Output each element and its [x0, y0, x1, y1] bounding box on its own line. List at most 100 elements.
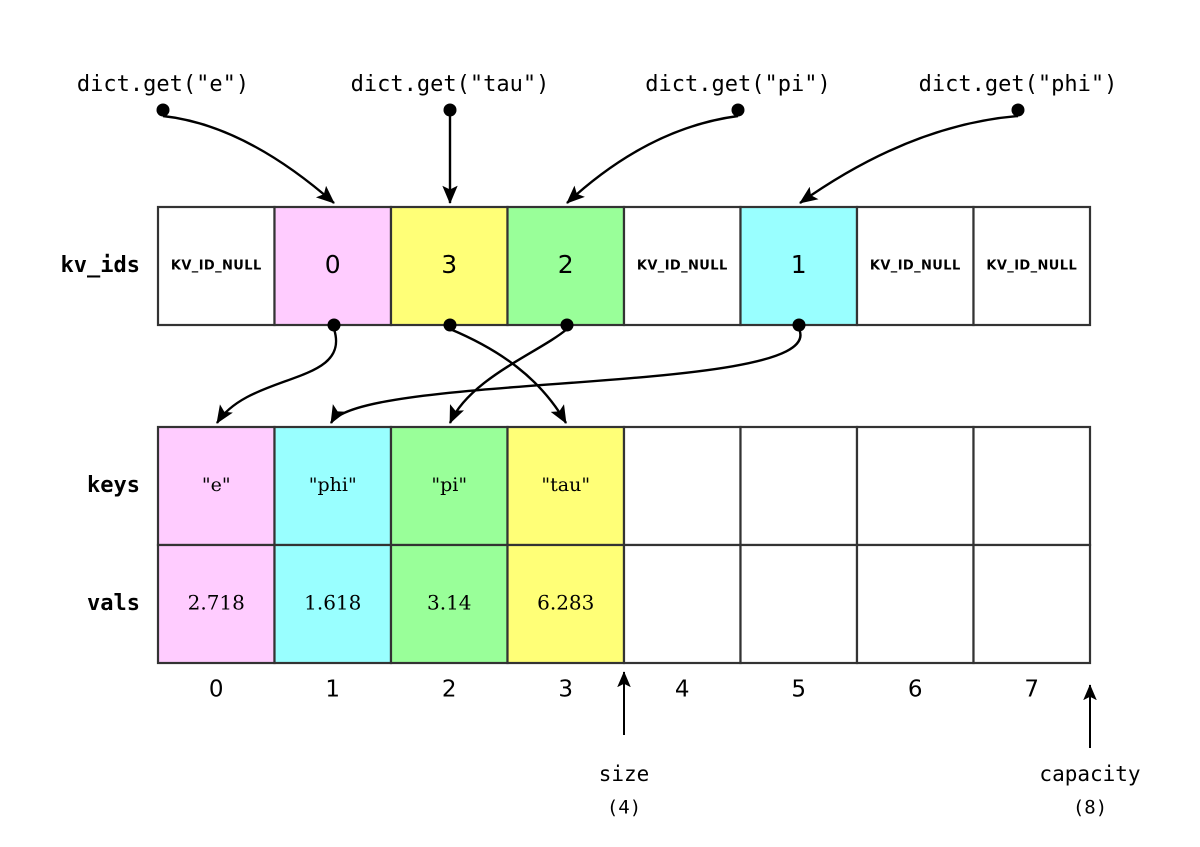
vals-cell-bg-2 — [389, 543, 509, 665]
index-label-0: 0 — [209, 677, 224, 703]
kv-ids-cell-text-4: KV_ID_NULL — [637, 259, 728, 274]
callout-e: dict.get("e") — [77, 72, 335, 204]
vals-cell-7 — [972, 543, 1092, 665]
vals-cell-4 — [622, 543, 742, 665]
kv-ids-cell-6: KV_ID_NULL — [855, 205, 975, 327]
kv-ids-cell-text-6: KV_ID_NULL — [870, 259, 961, 274]
size-capacity-markers: size (4) capacity(8) — [599, 671, 1141, 819]
index-label-6: 6 — [908, 677, 923, 703]
marker-capacity: capacity(8) — [1039, 684, 1141, 819]
keys-cell-4 — [622, 425, 742, 547]
keys-cell-text-1: "phi" — [309, 474, 357, 496]
link-slot1-to-key0 — [215, 318, 341, 424]
marker-label-size: size — [599, 762, 650, 786]
kv-ids-cell-bg-1 — [273, 205, 393, 327]
marker-size: size (4) — [599, 671, 650, 819]
vals-cell-bg-1 — [273, 543, 393, 665]
callout-phi: dict.get("phi") — [799, 72, 1117, 204]
callout-arrow-e — [162, 114, 335, 204]
slot-to-entry-links — [215, 318, 806, 424]
keys-cell-bg-6 — [855, 425, 975, 547]
kv-ids-cell-text-2: 3 — [441, 250, 457, 279]
kv-ids-row: kv_ids KV_ID_NULL 0 3 2 KV_ID_NULL 1 KV_ID_NULL… — [61, 205, 1092, 327]
index-label-2: 2 — [442, 677, 457, 703]
index-label-5: 5 — [791, 677, 806, 703]
callout-arrow-pi — [566, 114, 739, 204]
keys-cell-6 — [855, 425, 975, 547]
keys-cell-2: "pi" — [389, 425, 509, 547]
link-dot-slot2-to-key3 — [443, 318, 457, 332]
keys-row: keys "e" "phi" "pi" "tau" — [87, 425, 1092, 547]
keys-cell-1: "phi" — [273, 425, 393, 547]
vals-cell-text-2: 3.14 — [427, 591, 472, 615]
marker-label-capacity: capacity — [1039, 762, 1140, 786]
link-slot2-to-key3 — [443, 318, 568, 424]
vals-row-label: vals — [87, 591, 140, 616]
kv-ids-cell-text-1: 0 — [325, 250, 341, 279]
kv-ids-cell-text-0: KV_ID_NULL — [171, 259, 262, 274]
index-label-7: 7 — [1024, 677, 1039, 703]
marker-sub-size: (4) — [607, 797, 641, 819]
keys-cell-text-2: "pi" — [431, 474, 467, 496]
kv-ids-cell-text-7: KV_ID_NULL — [986, 259, 1077, 274]
vals-cell-5 — [739, 543, 859, 665]
vals-cell-0: 2.718 — [156, 543, 276, 665]
vals-cell-bg-4 — [622, 543, 742, 665]
callout-pi: dict.get("pi") — [566, 72, 831, 204]
keys-cell-bg-2 — [389, 425, 509, 547]
vals-cell-bg-3 — [506, 543, 626, 665]
keys-cell-text-3: "tau" — [541, 474, 590, 496]
callout-label-pi: dict.get("pi") — [645, 72, 830, 97]
kv-ids-cell-2: 3 — [389, 205, 509, 327]
link-dot-slot3-to-key2 — [560, 318, 574, 332]
keys-cell-bg-3 — [506, 425, 626, 547]
keys-cell-7 — [972, 425, 1092, 547]
kv-ids-cell-3: 2 — [506, 205, 626, 327]
vals-cell-text-0: 2.718 — [188, 591, 245, 615]
kv-ids-cell-5: 1 — [739, 205, 859, 327]
callout-dot-tau — [443, 103, 457, 117]
vals-cell-text-1: 1.618 — [304, 591, 361, 615]
keys-row-label: keys — [87, 473, 140, 498]
index-label-1: 1 — [325, 677, 340, 703]
kv-ids-cell-4: KV_ID_NULL — [622, 205, 742, 327]
link-slot3-to-key2 — [448, 318, 574, 424]
keys-cell-0: "e" — [156, 425, 276, 547]
vals-cell-3: 6.283 — [506, 543, 626, 665]
link-arrow-slot1-to-key0 — [215, 328, 338, 424]
vals-cell-bg-6 — [855, 543, 975, 665]
kv-ids-cell-bg-5 — [739, 205, 859, 327]
callout-dot-phi — [1011, 103, 1025, 117]
vals-cell-1: 1.618 — [273, 543, 393, 665]
kv-ids-cell-1: 0 — [273, 205, 393, 327]
vals-row: vals 2.718 1.618 3.14 6.283 — [87, 543, 1092, 665]
index-label-4: 4 — [675, 677, 690, 703]
vals-cell-6 — [855, 543, 975, 665]
kv-ids-cell-0: KV_ID_NULL — [156, 205, 276, 327]
link-dot-slot1-to-key0 — [327, 318, 341, 332]
kv-ids-cell-text-5: 1 — [791, 250, 807, 279]
callout-label-e: dict.get("e") — [77, 72, 249, 97]
keys-cell-text-0: "e" — [202, 474, 231, 496]
callout-arrow-phi — [799, 114, 1019, 204]
kv-ids-row-label: kv_ids — [61, 253, 140, 278]
callout-tau: dict.get("tau") — [351, 72, 550, 204]
vals-cell-bg-0 — [156, 543, 276, 665]
link-arrow-slot3-to-key2 — [448, 328, 568, 424]
link-dot-slot5-to-key1 — [792, 318, 806, 332]
keys-cell-5 — [739, 425, 859, 547]
vals-cell-2: 3.14 — [389, 543, 509, 665]
callout-dot-pi — [731, 103, 745, 117]
kv-ids-cell-text-3: 2 — [558, 250, 574, 279]
keys-cell-bg-7 — [972, 425, 1092, 547]
keys-cell-3: "tau" — [506, 425, 626, 547]
callout-label-tau: dict.get("tau") — [351, 72, 550, 97]
keys-cell-bg-4 — [622, 425, 742, 547]
kv-ids-cell-7: KV_ID_NULL — [972, 205, 1092, 327]
link-arrow-slot2-to-key3 — [449, 327, 568, 424]
keys-cell-bg-0 — [156, 425, 276, 547]
keys-cell-bg-5 — [739, 425, 859, 547]
